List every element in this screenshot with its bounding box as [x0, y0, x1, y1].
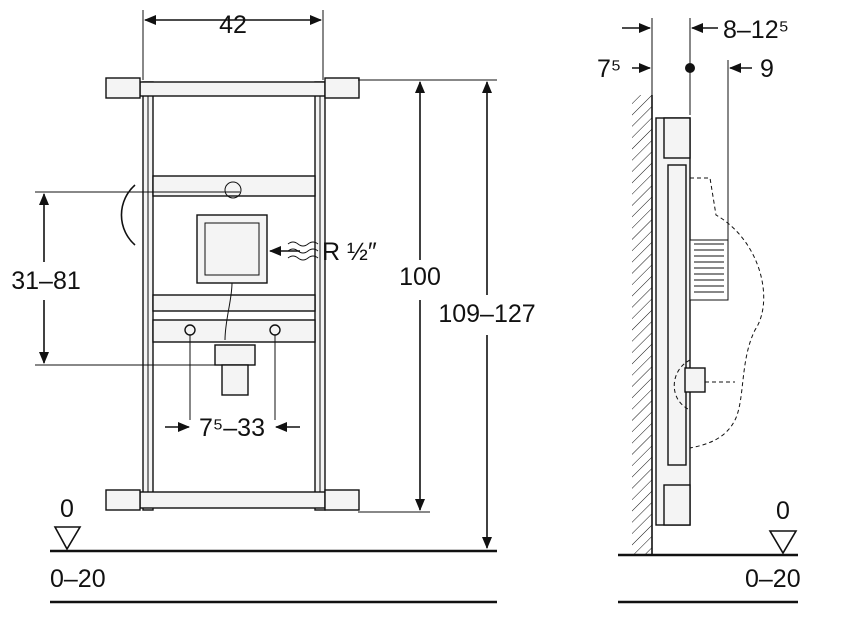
total-height-label: 109–127 [438, 300, 535, 328]
depth-label: 8–12⁵ [723, 16, 789, 44]
pipe-offset-label: 9 [760, 55, 774, 83]
side-floor-level: 0 0–20 [618, 497, 801, 604]
width-dimension: 42 [142, 10, 324, 80]
pipe-center-dot [685, 63, 695, 73]
wall-hatch [632, 95, 652, 555]
floor-range-label: 0–20 [50, 565, 106, 593]
connection-label: R ½″ [322, 238, 377, 266]
spacing-label: 7⁵–33 [199, 414, 265, 442]
water-connection-callout: R ½″ [269, 238, 377, 266]
level-triangle-icon [53, 526, 82, 551]
height-label: 100 [399, 263, 441, 291]
height-dimension: 100 [358, 79, 441, 513]
side-floor-range-label: 0–20 [745, 565, 801, 593]
side-frame [655, 117, 729, 526]
floor-zero-label: 0 [60, 495, 74, 523]
drain-height-label: 31–81 [11, 267, 81, 295]
floor-level: 0 0–20 [50, 495, 497, 604]
front-view: 42 100 109–127 31–81 R ½″ [11, 10, 536, 604]
wall-offset-label: 7⁵ [597, 55, 621, 83]
drain-height-dimension: 31–81 [11, 191, 250, 366]
total-height-dimension: 109–127 [430, 79, 536, 549]
drain-elbow [184, 324, 281, 420]
side-floor-zero-label: 0 [776, 497, 790, 525]
side-view: 8–12⁵ 7⁵ 9 0 0–20 [597, 16, 801, 604]
urinal-outline [689, 177, 765, 449]
width-label: 42 [219, 11, 247, 39]
frame-feet [105, 77, 360, 511]
flush-valve-box [120, 181, 268, 341]
side-level-triangle-icon [768, 530, 798, 555]
depth-dimension: 8–12⁵ 7⁵ 9 [597, 16, 789, 240]
frame [139, 81, 326, 511]
spacing-dimension: 7⁵–33 [165, 414, 300, 442]
